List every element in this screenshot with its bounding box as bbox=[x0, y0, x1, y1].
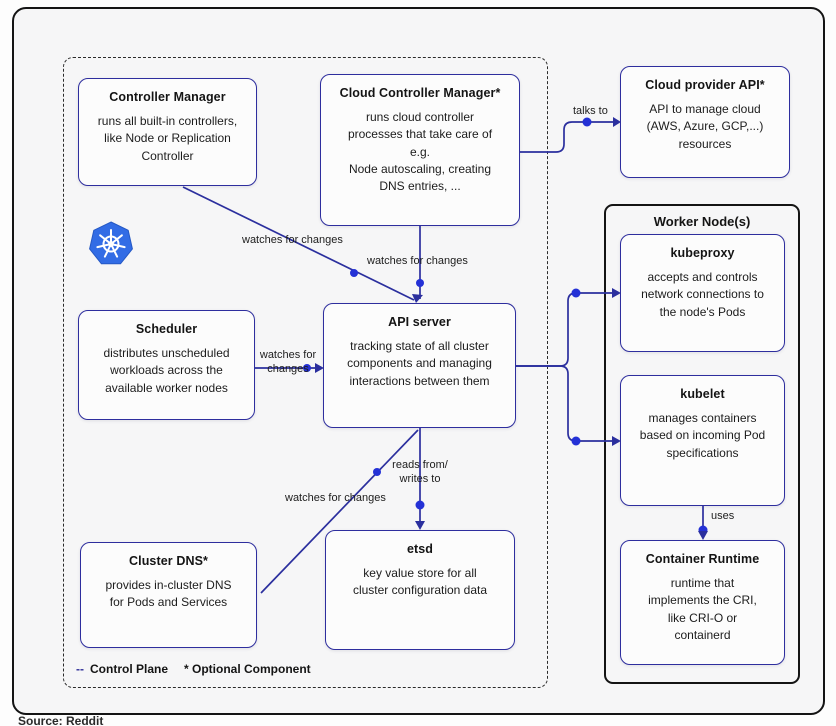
box-title: Cloud Controller Manager* bbox=[339, 86, 501, 100]
box-container-runtime: Container Runtime runtime that implement… bbox=[620, 540, 785, 665]
box-body: distributes unscheduled workloads across… bbox=[103, 346, 230, 395]
box-cloud-controller-manager: Cloud Controller Manager* runs cloud con… bbox=[320, 74, 520, 226]
legend-control-plane-label: Control Plane bbox=[90, 662, 169, 676]
legend-control-plane: -- Control Plane bbox=[76, 662, 168, 676]
box-title: Scheduler bbox=[135, 322, 198, 336]
label-reads-from-writes-to: reads from/ writes to bbox=[392, 459, 448, 485]
box-body: API to manage cloud (AWS, Azure, GCP,...… bbox=[646, 102, 764, 151]
legend-optional-component: * Optional Component bbox=[184, 662, 311, 676]
label-dns-watches-for-changes: watches for changes bbox=[285, 492, 386, 504]
box-body: runtime that implements the CRI, like CR… bbox=[648, 576, 757, 642]
box-body: runs all built-in controllers, like Node… bbox=[97, 114, 238, 163]
label-ccm-watches-for-changes: watches for changes bbox=[367, 255, 468, 267]
legend-dash-marker: -- bbox=[76, 662, 84, 676]
box-body: tracking state of all cluster components… bbox=[347, 339, 492, 388]
source-caption: Source: Reddit bbox=[18, 714, 104, 726]
box-body: accepts and controls network connections… bbox=[641, 270, 764, 319]
label-uses: uses bbox=[711, 510, 735, 522]
box-cluster-dns: Cluster DNS* provides in-cluster DNS for… bbox=[80, 542, 257, 648]
label-cm-watches-for-changes: watches for changes bbox=[242, 234, 343, 246]
box-title: kubeproxy bbox=[670, 246, 735, 260]
box-controller-manager: Controller Manager runs all built-in con… bbox=[78, 78, 257, 186]
box-kubelet: kubelet manages containers based on inco… bbox=[620, 375, 785, 506]
box-kubeproxy: kubeproxy accepts and controls network c… bbox=[620, 234, 785, 352]
box-title: Controller Manager bbox=[109, 90, 226, 104]
box-body: provides in-cluster DNS for Pods and Ser… bbox=[105, 578, 232, 610]
box-api-server: API server tracking state of all cluster… bbox=[323, 303, 516, 428]
box-cloud-provider-api: Cloud provider API* API to manage cloud … bbox=[620, 66, 790, 178]
box-title: kubelet bbox=[680, 387, 725, 401]
box-body: runs cloud controller processes that tak… bbox=[347, 110, 493, 194]
worker-node-title: Worker Node(s) bbox=[653, 214, 751, 229]
legend: -- Control Plane * Optional Component bbox=[76, 662, 311, 676]
box-title: Container Runtime bbox=[645, 552, 760, 566]
label-scheduler-watches-for-changes: watches for changes bbox=[259, 349, 317, 375]
box-body: key value store for all cluster configur… bbox=[352, 566, 488, 598]
label-talks-to: talks to bbox=[573, 105, 608, 117]
box-title: etsd bbox=[406, 542, 434, 556]
box-title: API server bbox=[388, 315, 451, 329]
box-title: Cluster DNS* bbox=[129, 554, 208, 568]
box-scheduler: Scheduler distributes unscheduled worklo… bbox=[78, 310, 255, 420]
box-body: manages containers based on incoming Pod… bbox=[639, 411, 766, 460]
box-etsd: etsd key value store for all cluster con… bbox=[325, 530, 515, 650]
box-title: Cloud provider API* bbox=[645, 78, 765, 92]
kubernetes-logo-icon bbox=[89, 221, 133, 265]
